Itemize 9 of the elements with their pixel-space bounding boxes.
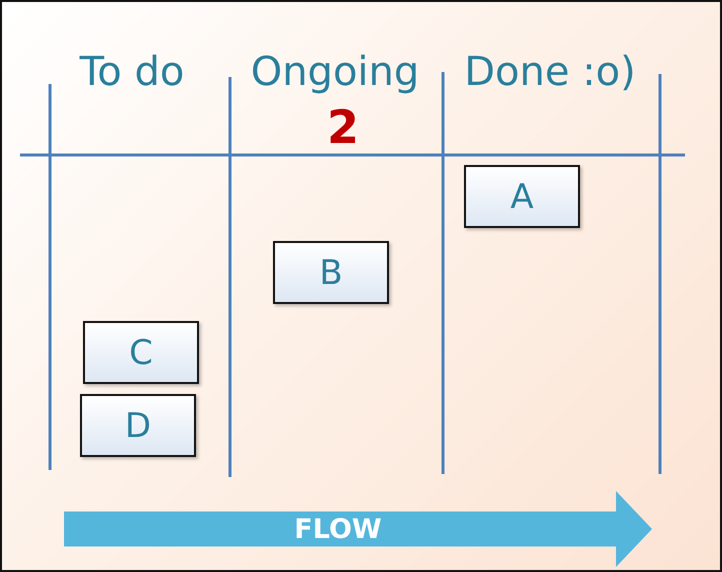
task-card: A (464, 165, 580, 228)
wip-limit-number: 2 (327, 104, 359, 150)
column-heading: Ongoing (250, 52, 420, 92)
column-heading: Done :o) (464, 52, 636, 92)
task-card: B (273, 241, 389, 304)
task-card: C (83, 321, 199, 384)
flow-label: FLOW (294, 514, 382, 544)
column-heading: To do (80, 52, 184, 92)
task-card: D (80, 394, 196, 457)
